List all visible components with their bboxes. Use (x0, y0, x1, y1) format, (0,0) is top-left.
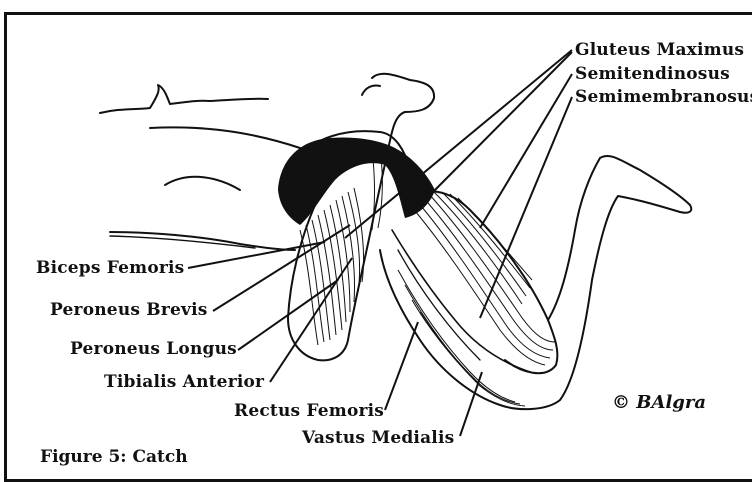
gluteal-mass (278, 137, 435, 225)
leader-peroneus-brevis (213, 225, 350, 311)
label-peroneus-brevis: Peroneus Brevis (50, 300, 208, 320)
label-vastus-medialis: Vastus Medialis (302, 428, 454, 448)
leader-rectus-femoris (385, 322, 418, 410)
thigh-muscles (398, 192, 555, 406)
torso-outline (150, 127, 300, 148)
label-semimembranosus: Semimembranosus (575, 87, 752, 107)
back-curve (165, 177, 240, 190)
artist-signature: © BAlgra (612, 392, 706, 413)
figure-frame: Gluteus Maximus Semitendinosus Semimembr… (0, 0, 752, 472)
label-gluteus-maximus: Gluteus Maximus (575, 40, 744, 60)
leader-vastus-medialis (460, 372, 482, 436)
label-rectus-femoris: Rectus Femoris (234, 401, 384, 421)
label-peroneus-longus: Peroneus Longus (70, 339, 237, 359)
label-biceps-femoris: Biceps Femoris (36, 258, 184, 278)
belly-curve (110, 232, 295, 250)
leader-peroneus-longus (238, 280, 338, 350)
water-line (100, 85, 268, 113)
label-tibialis-anterior: Tibialis Anterior (104, 372, 264, 392)
figure-caption: Figure 5: Catch (40, 447, 188, 467)
label-semitendinosus: Semitendinosus (575, 64, 730, 84)
leader-gluteus-maximus-2 (430, 52, 572, 195)
